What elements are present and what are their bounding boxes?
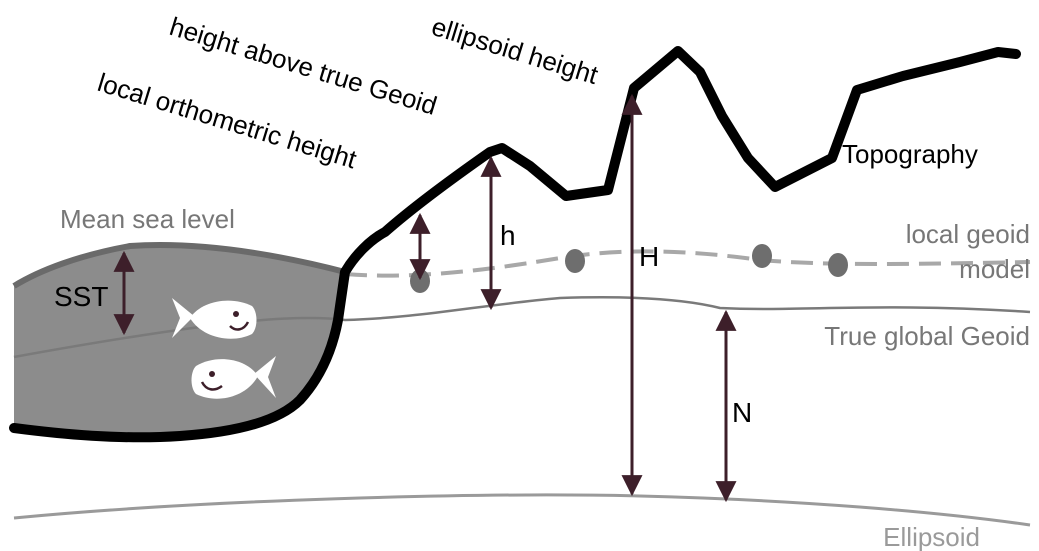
ellipsoid-label: Ellipsoid bbox=[883, 522, 980, 551]
local-geoid-model-line bbox=[344, 249, 1031, 278]
N-label: N bbox=[732, 397, 752, 428]
sst-label: SST bbox=[54, 281, 108, 312]
local-geoid-model-label-line1: local geoid bbox=[906, 219, 1030, 249]
local-geoid-model-label-line2: model bbox=[959, 254, 1030, 284]
ellipsoid-line bbox=[13, 493, 1031, 527]
true-global-geoid-label: True global Geoid bbox=[824, 321, 1030, 351]
fish-icon bbox=[191, 356, 276, 399]
true-global-geoid-line bbox=[13, 296, 1031, 359]
H-label: H bbox=[639, 241, 659, 272]
fish-icon bbox=[172, 298, 257, 339]
mean-sea-surface bbox=[12, 242, 346, 289]
h-label: h bbox=[500, 220, 516, 251]
topography-line bbox=[9, 46, 1021, 443]
geoid-dot bbox=[565, 249, 585, 273]
geoid-dot bbox=[752, 244, 772, 268]
geoid-dot bbox=[828, 253, 848, 277]
topography-label: Topography bbox=[842, 139, 978, 169]
mean-sea-level-label: Mean sea level bbox=[60, 204, 235, 234]
sea-body bbox=[14, 245, 345, 437]
ellipsoid-height-label: ellipsoid height bbox=[428, 11, 602, 90]
